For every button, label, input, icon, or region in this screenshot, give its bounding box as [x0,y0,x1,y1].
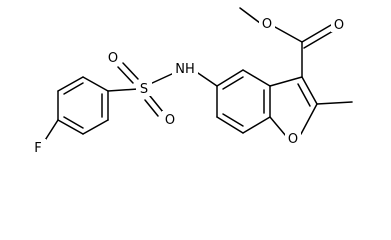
sulfur-atom: S [140,82,148,97]
structure-canvas: F S O O NH O O O [30,7,353,156]
sulfonyl-oxygen-upper: O [108,51,118,66]
sulfonyl-oxygen-lower: O [165,113,175,128]
methyl-bond [316,101,353,105]
nitrogen-aryl-bond [194,70,218,87]
furan-oxygen: O [288,132,298,147]
sulfur-nitrogen-bond [149,72,175,85]
fluorine-atom: F [34,141,41,156]
amine-nitrogen: NH [175,62,195,77]
ester-carbonyl-oxygen: O [334,18,344,33]
aryl-sulfur-bond [107,88,139,92]
furan-ring [269,76,318,137]
atom-labels: F S O O NH O O O [30,15,347,156]
ester-ether-oxygen: O [262,17,272,32]
fluorophenyl-ring [57,76,109,135]
sulfonyl-double-bonds [117,62,164,117]
methyl-ester-group [239,7,334,78]
molecule-structure: F S O O NH O O O [30,7,353,156]
benzofuran-benzene-ring [216,69,271,134]
